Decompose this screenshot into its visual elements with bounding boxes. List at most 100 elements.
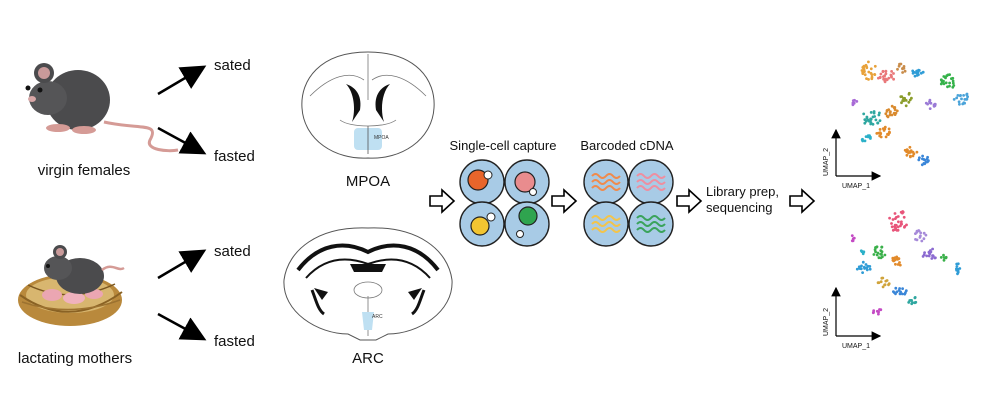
arrow-virgin-fasted [157, 126, 207, 155]
umap-point [884, 69, 888, 73]
umap-point [890, 225, 894, 229]
umap-point [950, 77, 953, 80]
umap-point [881, 69, 885, 73]
droplet-bead-3 [486, 212, 496, 222]
umap-point [928, 101, 932, 105]
umap-point [942, 258, 946, 262]
umap-point [888, 131, 891, 135]
umap-point [874, 250, 877, 254]
umap-point [892, 72, 895, 75]
droplet-cell-4 [518, 206, 538, 226]
mpoa-brain-section: MPOA [301, 51, 435, 159]
umap-point [948, 81, 951, 85]
umap-point [881, 285, 885, 289]
umap-point [896, 228, 900, 232]
umap-point [878, 308, 881, 311]
umap-point [961, 102, 965, 106]
umap-point [951, 81, 955, 85]
umap-point [914, 232, 917, 236]
umap-point [870, 75, 874, 79]
cdna-grid [583, 159, 674, 247]
umap-point [951, 79, 955, 83]
cdna-waves-4 [636, 215, 666, 233]
umap-point [878, 119, 882, 122]
umap-point [893, 256, 897, 260]
umap-point [955, 262, 959, 266]
umap-point [889, 110, 892, 114]
umap-point [903, 69, 907, 73]
umap-point [944, 81, 948, 85]
umap-point [876, 281, 880, 285]
umap-point [926, 155, 929, 159]
umap-point [861, 260, 865, 264]
umap-point [909, 154, 912, 158]
umap-point [890, 104, 894, 108]
step-label-barcode: Barcoded cDNA [580, 138, 674, 153]
step-label-capture: Single-cell capture [450, 138, 557, 153]
umap-point [867, 60, 870, 64]
umap-point [932, 104, 936, 108]
umap-point [901, 67, 904, 70]
umap-point [918, 156, 921, 160]
umap-point [928, 98, 932, 102]
umap-point [862, 64, 866, 68]
umap-top-ylabel: UMAP_2 [823, 148, 830, 176]
umap-point [925, 254, 929, 258]
umap-point [861, 139, 865, 143]
umap-point [860, 264, 863, 268]
umap-point [874, 118, 878, 122]
umap-point [885, 279, 889, 282]
umap-point [870, 73, 874, 76]
umap-point [865, 266, 869, 269]
umap-point [881, 255, 884, 259]
umap-point [886, 115, 890, 119]
umap-point [853, 98, 856, 102]
umap-point [939, 256, 943, 259]
umap-bottom-ylabel: UMAP_2 [823, 308, 830, 336]
umap-point [884, 112, 888, 116]
region-label-mpoa: MPOA [346, 173, 390, 190]
umap-point [901, 287, 904, 290]
umap-point [910, 96, 913, 100]
umap-point [867, 78, 870, 81]
umap-point [869, 111, 873, 114]
umap-point [924, 160, 928, 164]
umap-point [876, 121, 880, 125]
umap-point [905, 153, 909, 157]
umap-point [901, 210, 905, 214]
umap-point [893, 212, 897, 215]
umap-point [960, 97, 963, 101]
umap-point [896, 67, 899, 71]
condition-lactating-fasted: fasted [214, 333, 255, 350]
droplet-bead-1 [483, 170, 493, 180]
umap-point [883, 74, 887, 78]
group-label-virgin: virgin females [38, 162, 131, 179]
umap-point [862, 66, 865, 70]
umap-point [911, 71, 915, 75]
flow-arrow-1-icon [429, 188, 456, 214]
umap-point [898, 263, 902, 267]
umap-point [963, 98, 967, 101]
umap-point [877, 113, 881, 117]
umap-point [867, 70, 871, 74]
cdna-waves-2 [636, 173, 666, 191]
umap-point [922, 158, 926, 161]
umap-point [868, 265, 872, 268]
umap-point [885, 78, 889, 82]
umap-point [897, 64, 901, 68]
umap-point [863, 118, 867, 121]
umap-point [873, 73, 877, 76]
umap-point [896, 257, 900, 261]
umap-point [892, 106, 896, 110]
umap-point [872, 110, 876, 113]
umap-point [857, 265, 861, 269]
umap-point [855, 267, 859, 271]
umap-point [863, 73, 867, 77]
umap-point [956, 94, 960, 97]
umap-point [875, 132, 879, 135]
umap-point [880, 245, 884, 249]
umap-bottom-xlabel: UMAP_1 [842, 343, 870, 350]
umap-point [892, 259, 896, 263]
umap-point [900, 101, 903, 105]
